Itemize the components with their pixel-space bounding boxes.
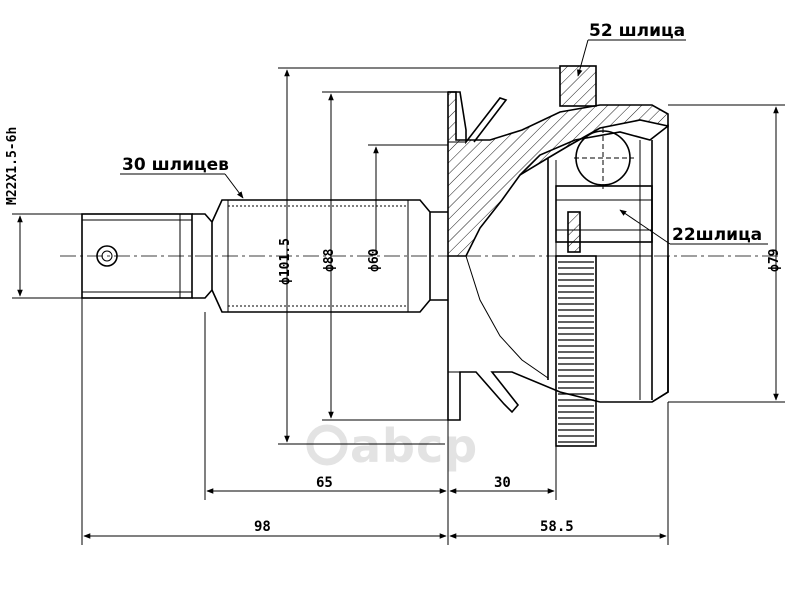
watermark-text: abcp <box>350 419 478 473</box>
label-inner-splines: 22шлица <box>672 225 762 245</box>
dim-d88: ф88 <box>322 248 337 272</box>
abs-tone-ring <box>555 255 597 447</box>
splined-shaft <box>211 199 448 313</box>
diameter-dimensions: ф101.5 ф88 ф60 ф79 M22X1.5-6h <box>5 67 785 445</box>
label-top-splines: 52 шлица <box>589 21 685 41</box>
dim-len-30: 30 <box>494 475 511 491</box>
housing-lower <box>447 255 669 421</box>
dim-len-98: 98 <box>254 519 271 535</box>
dim-d79: ф79 <box>767 249 782 272</box>
housing-upper <box>447 65 669 257</box>
dim-len-58-5: 58.5 <box>540 519 574 535</box>
ball <box>574 128 634 190</box>
dim-d101: ф101.5 <box>278 238 293 285</box>
dim-len-65: 65 <box>316 475 333 491</box>
threaded-stub <box>81 213 213 299</box>
outer-bell <box>519 124 669 403</box>
dim-d60: ф60 <box>367 248 382 272</box>
watermark: abcp <box>306 419 478 473</box>
dim-thread: M22X1.5-6h <box>5 127 20 205</box>
label-shaft-splines: 30 шлицев <box>122 155 229 175</box>
watermark-logo-icon <box>306 424 348 466</box>
cotter-hole-icon <box>96 245 118 267</box>
callouts: 52 шлица 30 шлицев 22шлица <box>120 21 768 245</box>
length-dimensions: 65 30 98 58.5 <box>81 298 669 545</box>
